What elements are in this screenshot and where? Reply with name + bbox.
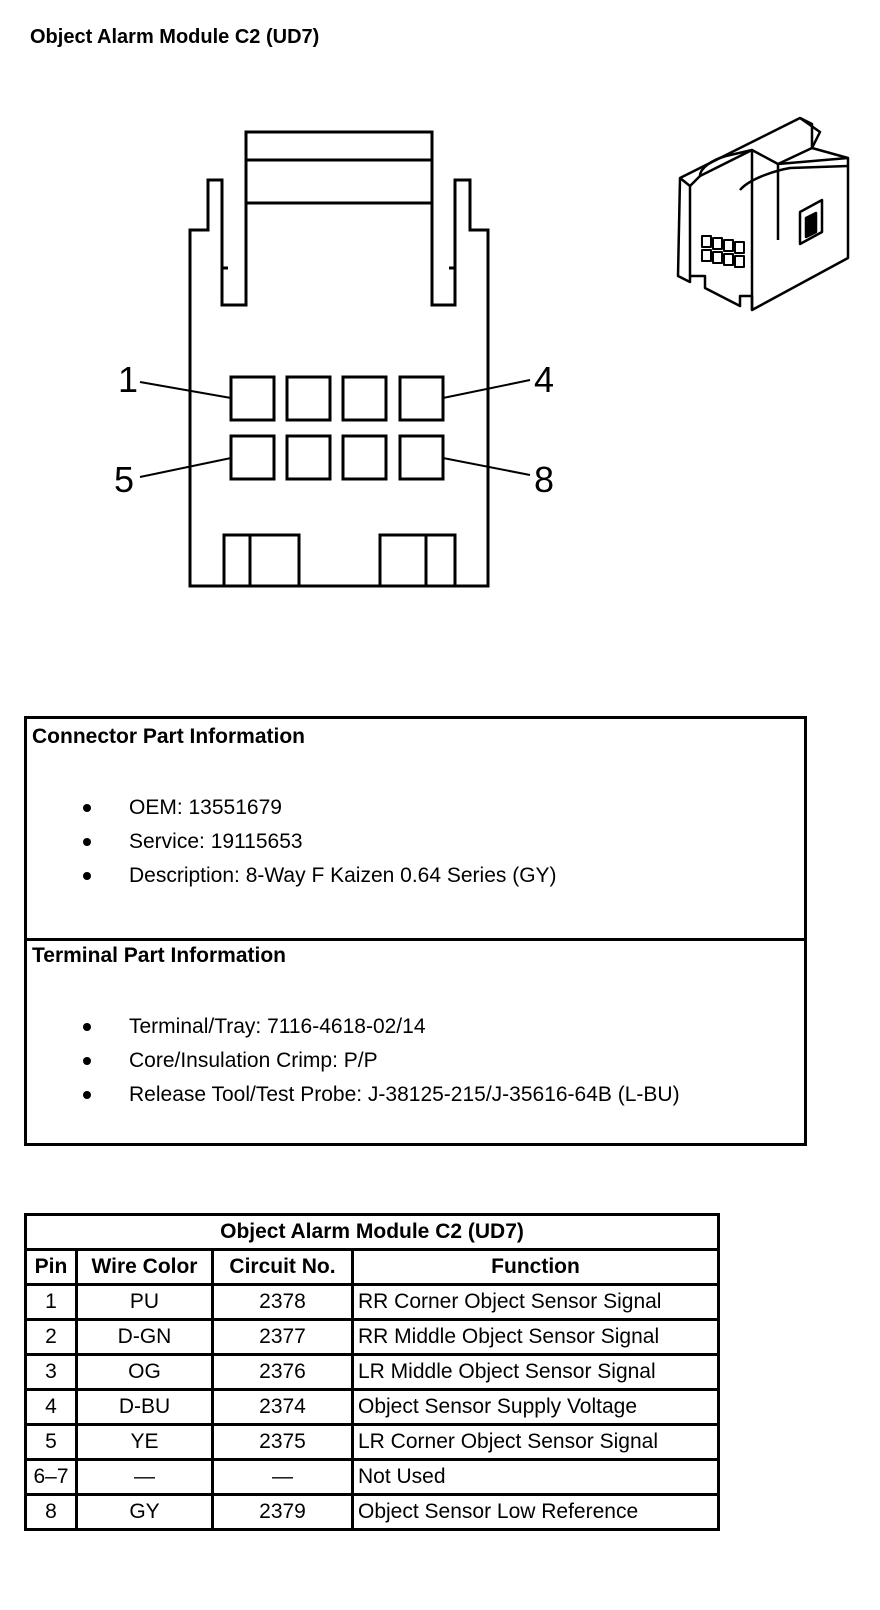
bullet-icon — [83, 1091, 91, 1099]
connector-diagram: 1 4 5 8 — [114, 116, 850, 588]
cell-function: RR Corner Object Sensor Signal — [351, 1283, 720, 1321]
cell-wire-color: D-BU — [75, 1388, 214, 1426]
bullet-icon — [83, 804, 91, 812]
callout-8: 8 — [534, 459, 554, 500]
cell-circuit-no: 2375 — [211, 1423, 354, 1461]
cell-wire-color: — — [75, 1458, 214, 1496]
cell-pin: 3 — [24, 1353, 78, 1391]
cell-function: Not Used — [351, 1458, 720, 1496]
terminal-part-info-heading: Terminal Part Information — [32, 944, 286, 967]
page-title: Object Alarm Module C2 (UD7) — [30, 26, 320, 48]
terminal-part-info-list: Terminal/Tray: 7116-4618-02/14 Core/Insu… — [27, 1010, 680, 1112]
cell-function: RR Middle Object Sensor Signal — [351, 1318, 720, 1356]
table-row: 5 YE 2375 LR Corner Object Sensor Signal — [24, 1423, 720, 1461]
cell-circuit-no: 2374 — [211, 1388, 354, 1426]
list-item: Release Tool/Test Probe: J-38125-215/J-3… — [27, 1078, 680, 1112]
pin-cavities — [229, 375, 445, 481]
pinout-table: Object Alarm Module C2 (UD7) Pin Wire Co… — [24, 1213, 720, 1531]
connector-isometric-view — [676, 116, 850, 312]
cell-circuit-no: — — [211, 1458, 354, 1496]
callout-4: 4 — [534, 359, 554, 400]
cell-function: LR Corner Object Sensor Signal — [351, 1423, 720, 1461]
cell-circuit-no: 2379 — [211, 1493, 354, 1531]
list-item: Terminal/Tray: 7116-4618-02/14 — [27, 1010, 680, 1044]
header-wire-color: Wire Color — [75, 1248, 214, 1286]
table-caption-row: Object Alarm Module C2 (UD7) — [24, 1213, 720, 1251]
table-row: 6–7 — — Not Used — [24, 1458, 720, 1496]
table-row: 1 PU 2378 RR Corner Object Sensor Signal — [24, 1283, 720, 1321]
cell-pin: 6–7 — [24, 1458, 78, 1496]
list-item: Service: 19115653 — [27, 825, 557, 859]
cell-function: Object Sensor Supply Voltage — [351, 1388, 720, 1426]
part-info-box: Connector Part Information OEM: 13551679… — [24, 716, 807, 1146]
cell-wire-color: YE — [75, 1423, 214, 1461]
table-row: 3 OG 2376 LR Middle Object Sensor Signal — [24, 1353, 720, 1391]
cell-circuit-no: 2376 — [211, 1353, 354, 1391]
list-item: Core/Insulation Crimp: P/P — [27, 1044, 680, 1078]
cell-pin: 4 — [24, 1388, 78, 1426]
cell-wire-color: PU — [75, 1283, 214, 1321]
connector-face-outline — [188, 130, 490, 588]
connector-part-info-heading: Connector Part Information — [32, 725, 306, 748]
header-circuit-no: Circuit No. — [211, 1248, 354, 1286]
table-row: 8 GY 2379 Object Sensor Low Reference — [24, 1493, 720, 1531]
callout-1: 1 — [118, 359, 138, 400]
bullet-icon — [83, 1057, 91, 1065]
callout-5: 5 — [114, 459, 134, 500]
cell-function: Object Sensor Low Reference — [351, 1493, 720, 1531]
bullet-icon — [83, 838, 91, 846]
cell-wire-color: OG — [75, 1353, 214, 1391]
connector-part-info-list: OEM: 13551679 Service: 19115653 Descript… — [27, 791, 557, 893]
list-item: Description: 8-Way F Kaizen 0.64 Series … — [27, 859, 557, 893]
terminal-part-info: Terminal Part Information Terminal/Tray:… — [27, 938, 804, 1143]
cell-pin: 5 — [24, 1423, 78, 1461]
header-pin: Pin — [24, 1248, 78, 1286]
table-row: 2 D-GN 2377 RR Middle Object Sensor Sign… — [24, 1318, 720, 1356]
table-row: 4 D-BU 2374 Object Sensor Supply Voltage — [24, 1388, 720, 1426]
cell-pin: 1 — [24, 1283, 78, 1321]
cell-circuit-no: 2378 — [211, 1283, 354, 1321]
list-item: OEM: 13551679 — [27, 791, 557, 825]
cell-pin: 8 — [24, 1493, 78, 1531]
cell-function: LR Middle Object Sensor Signal — [351, 1353, 720, 1391]
connector-part-info: Connector Part Information OEM: 13551679… — [27, 719, 804, 941]
header-function: Function — [351, 1248, 720, 1286]
table-header-row: Pin Wire Color Circuit No. Function — [24, 1248, 720, 1286]
cell-wire-color: GY — [75, 1493, 214, 1531]
bullet-icon — [83, 872, 91, 880]
bullet-icon — [83, 1023, 91, 1031]
cell-pin: 2 — [24, 1318, 78, 1356]
table-caption: Object Alarm Module C2 (UD7) — [24, 1213, 720, 1251]
cell-circuit-no: 2377 — [211, 1318, 354, 1356]
cell-wire-color: D-GN — [75, 1318, 214, 1356]
